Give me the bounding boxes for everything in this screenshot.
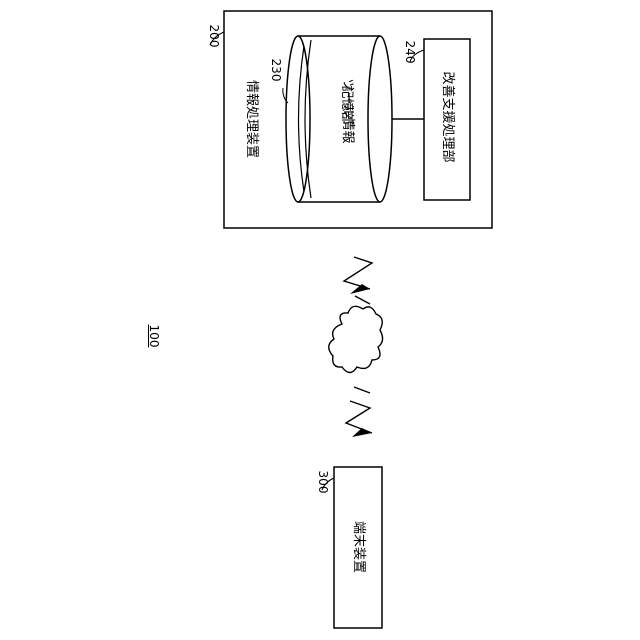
improvement-support-label: 改善支援処理部 bbox=[440, 62, 454, 172]
cloud-icon bbox=[329, 306, 383, 372]
ref-240-label: 240 bbox=[404, 38, 416, 66]
system-ref-100-label: 100 bbox=[148, 322, 160, 350]
info-processing-device-label: 情報処理装置 bbox=[244, 74, 258, 164]
tool-info-storage-label-line2: 記憶部 bbox=[339, 80, 353, 130]
lightning-icon bbox=[344, 257, 372, 304]
ref-230-label: 230 bbox=[270, 56, 282, 84]
ref-300-label: 300 bbox=[317, 468, 329, 496]
lightning-icon bbox=[346, 387, 372, 437]
ref-200-label: 200 bbox=[208, 22, 220, 50]
terminal-device-label: 端末装置 bbox=[351, 512, 365, 582]
